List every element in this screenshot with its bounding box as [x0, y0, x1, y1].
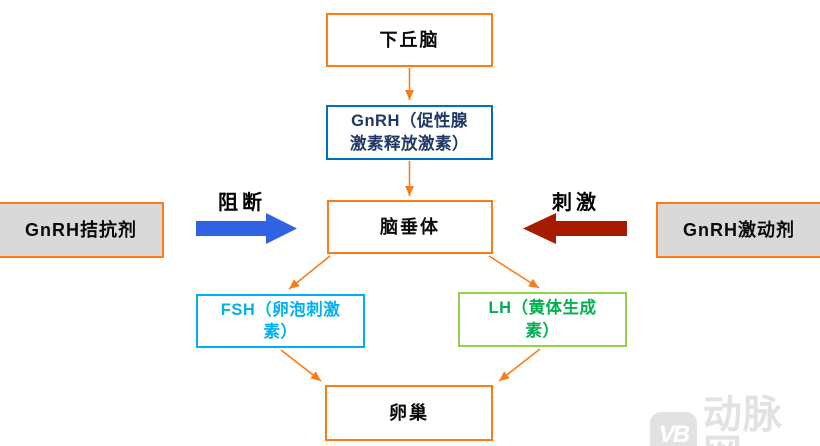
- node-label: 下丘脑: [379, 29, 440, 50]
- stimulate-label: 刺激: [552, 192, 600, 214]
- watermark: VB 动脉网: [650, 396, 820, 446]
- vcbeat-logo-icon: VB: [650, 412, 697, 446]
- node-label: GnRH拮抗剂: [25, 219, 137, 240]
- node-label: FSH（卵泡刺激 素）: [220, 300, 341, 341]
- edge-fsh-to-ovary: [280, 349, 322, 382]
- node-gnrh: GnRH（促性腺 激素释放激素）: [326, 105, 493, 160]
- node-gnrh-antagonist: GnRH拮抗剂: [0, 202, 164, 258]
- edge-pituitary-to-fsh: [288, 255, 331, 290]
- node-label: LH（黄体生成 素）: [488, 299, 597, 340]
- node-ovary: 卵巢: [325, 385, 493, 441]
- vcbeat-logo-text: VB: [658, 421, 690, 446]
- node-lh: LH（黄体生成 素）: [458, 292, 627, 347]
- block-arrow: [196, 213, 297, 244]
- stimulate-arrow: [523, 213, 627, 244]
- block-label: 阻断: [218, 192, 266, 214]
- node-fsh: FSH（卵泡刺激 素）: [196, 294, 365, 348]
- edge-pituitary-to-lh: [488, 255, 540, 289]
- node-label: 脑垂体: [380, 216, 440, 237]
- node-hypothalamus: 下丘脑: [326, 13, 493, 67]
- watermark-text: 动脉网: [702, 394, 783, 446]
- node-label: GnRH激动剂: [683, 219, 795, 240]
- node-pituitary: 脑垂体: [327, 200, 493, 254]
- edge-lh-to-ovary: [498, 348, 541, 382]
- node-label: GnRH（促性腺 激素释放激素）: [350, 112, 469, 153]
- node-gnrh-agonist: GnRH激动剂: [656, 202, 820, 258]
- node-label: 卵巢: [389, 402, 429, 423]
